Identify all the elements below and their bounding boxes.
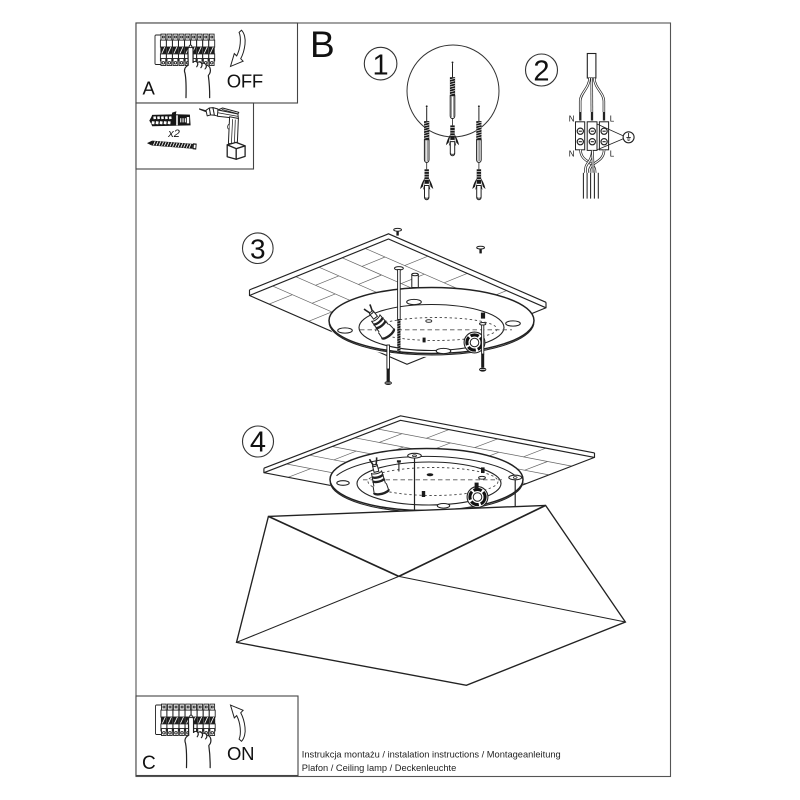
svg-text:C: C [142,753,156,774]
svg-text:L: L [610,150,615,159]
svg-text:A: A [143,78,156,99]
svg-text:2: 2 [533,56,549,88]
svg-text:x2: x2 [167,128,180,140]
svg-text:Plafon / Ceiling lamp / Decken: Plafon / Ceiling lamp / Deckenleuchte [302,763,457,773]
svg-text:N: N [569,115,575,124]
svg-text:3: 3 [250,233,266,264]
svg-text:OFF: OFF [227,71,263,92]
svg-text:B: B [310,24,335,65]
svg-text:L: L [610,115,615,124]
svg-text:Instrukcja montażu / instalati: Instrukcja montażu / instalation instruc… [302,750,561,760]
svg-text:1: 1 [373,49,389,81]
svg-text:ON: ON [227,743,254,764]
svg-text:N: N [569,150,575,159]
svg-text:4: 4 [250,427,266,459]
